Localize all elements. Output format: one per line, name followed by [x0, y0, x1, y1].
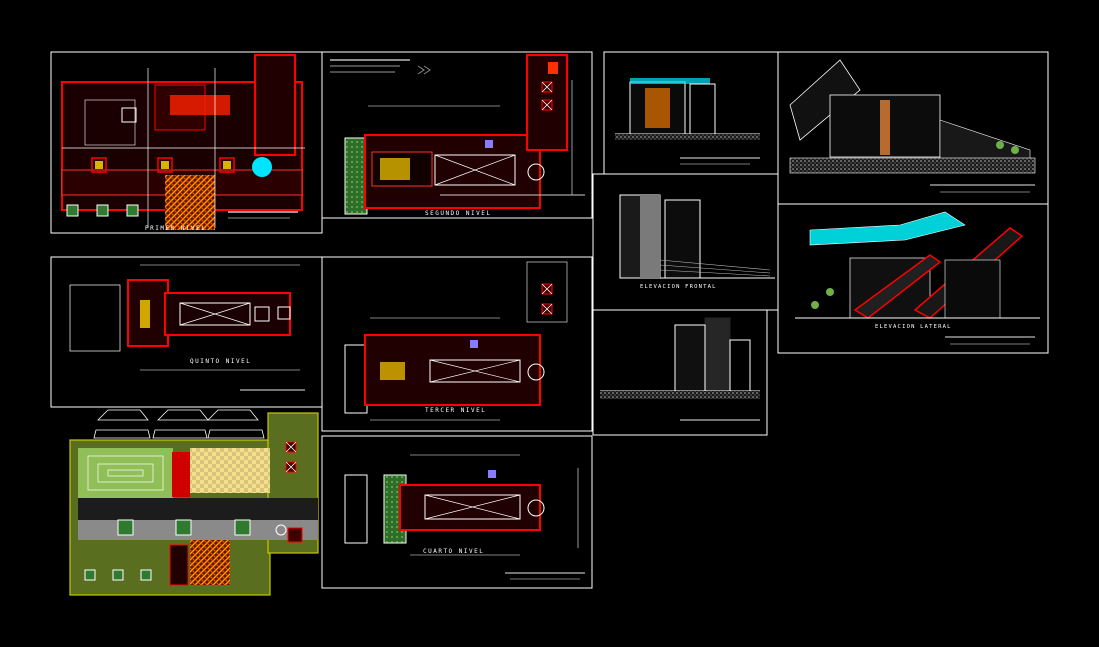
- panel-tercer-nivel: TERCER NIVEL: [321, 256, 593, 432]
- panel-quinto-nivel: QUINTO NIVEL: [50, 256, 323, 408]
- panel-elevation-mid: [592, 309, 768, 436]
- panel-segundo-nivel: SEGUNDO NIVEL: [321, 51, 593, 219]
- label-segundo-nivel: SEGUNDO NIVEL: [425, 210, 491, 217]
- panel-cuarto-nivel: CUARTO NIVEL: [321, 435, 593, 589]
- panel-elevacion-frontal: ELEVACION FRONTAL: [592, 173, 779, 311]
- panel-primer-nivel: PRIMER NIVEL: [50, 51, 323, 234]
- label-cuarto-nivel: CUARTO NIVEL: [423, 548, 484, 555]
- label-elevacion-frontal: ELEVACION FRONTAL: [640, 284, 717, 290]
- label-tercer-nivel: TERCER NIVEL: [425, 407, 486, 414]
- panel-elevation-small: [603, 51, 779, 175]
- label-primer-nivel: PRIMER NIVEL: [145, 225, 206, 232]
- panel-elevation-large: [777, 51, 1049, 205]
- panel-elevacion-lateral: ELEVACION LATERAL: [777, 203, 1049, 354]
- label-quinto-nivel: QUINTO NIVEL: [190, 358, 251, 365]
- panel-site-plan: [69, 409, 319, 596]
- label-elevacion-lateral: ELEVACION LATERAL: [875, 324, 952, 330]
